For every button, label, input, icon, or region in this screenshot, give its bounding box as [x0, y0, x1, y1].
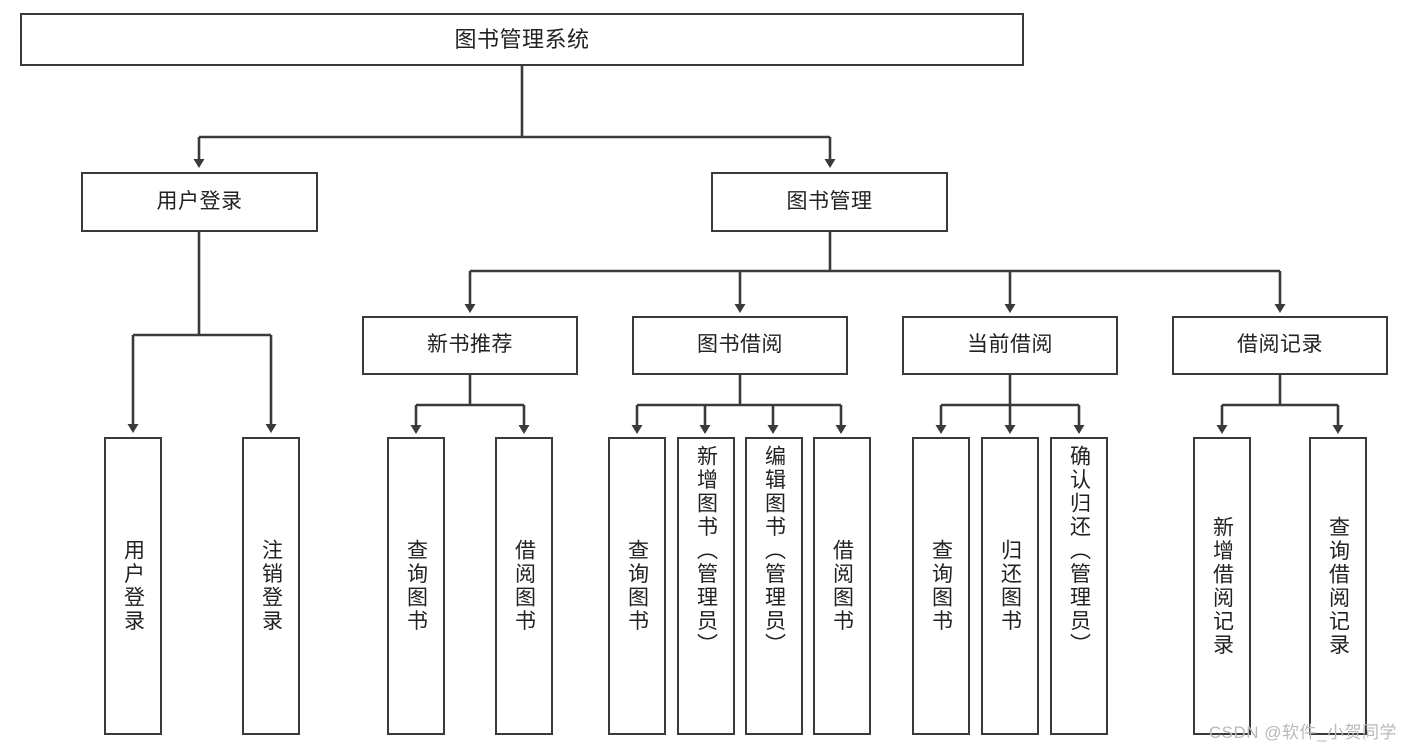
node-leaf-query-book-1-label: 查询图书	[404, 539, 428, 633]
node-book-borrow[interactable]: 图书借阅	[632, 316, 848, 375]
node-leaf-add-record[interactable]: 新增借阅记录	[1193, 437, 1251, 735]
node-borrow-record-label: 借阅记录	[1237, 333, 1323, 357]
node-leaf-add-record-label: 新增借阅记录	[1210, 515, 1234, 657]
node-book-borrow-label: 图书借阅	[697, 333, 783, 357]
node-leaf-confirm-return-label: 确认归还（管理员）	[1067, 445, 1091, 657]
node-new-book-rec[interactable]: 新书推荐	[362, 316, 578, 375]
node-leaf-borrow-book-1[interactable]: 借阅图书	[495, 437, 553, 735]
node-leaf-return-book-label: 归还图书	[998, 539, 1022, 633]
csdn-watermark: CSDN @软件_小贺同学	[1208, 723, 1397, 742]
node-leaf-add-book[interactable]: 新增图书（管理员）	[677, 437, 735, 735]
node-borrow-record[interactable]: 借阅记录	[1172, 316, 1388, 375]
node-leaf-user-logout[interactable]: 注销登录	[242, 437, 300, 735]
node-root[interactable]: 图书管理系统	[20, 13, 1024, 66]
node-leaf-borrow-book-1-label: 借阅图书	[512, 539, 536, 633]
node-leaf-query-book-2-label: 查询图书	[625, 539, 649, 633]
node-leaf-return-book[interactable]: 归还图书	[981, 437, 1039, 735]
node-leaf-query-record[interactable]: 查询借阅记录	[1309, 437, 1367, 735]
node-leaf-query-record-label: 查询借阅记录	[1326, 515, 1350, 657]
node-leaf-confirm-return[interactable]: 确认归还（管理员）	[1050, 437, 1108, 735]
node-leaf-user-login-label: 用户登录	[121, 539, 145, 633]
node-book-manage[interactable]: 图书管理	[711, 172, 948, 232]
node-current-borrow[interactable]: 当前借阅	[902, 316, 1118, 375]
node-leaf-add-book-label: 新增图书（管理员）	[694, 445, 718, 657]
node-leaf-query-book-1[interactable]: 查询图书	[387, 437, 445, 735]
node-user-login[interactable]: 用户登录	[81, 172, 318, 232]
node-leaf-borrow-book-2[interactable]: 借阅图书	[813, 437, 871, 735]
node-leaf-user-login[interactable]: 用户登录	[104, 437, 162, 735]
node-new-book-rec-label: 新书推荐	[427, 333, 513, 357]
node-leaf-borrow-book-2-label: 借阅图书	[830, 539, 854, 633]
node-leaf-query-book-3[interactable]: 查询图书	[912, 437, 970, 735]
node-root-label: 图书管理系统	[454, 26, 590, 52]
node-current-borrow-label: 当前借阅	[967, 333, 1053, 357]
node-leaf-edit-book-label: 编辑图书（管理员）	[762, 445, 786, 657]
node-book-manage-label: 图书管理	[786, 189, 873, 213]
node-leaf-user-logout-label: 注销登录	[259, 539, 283, 633]
node-leaf-edit-book[interactable]: 编辑图书（管理员）	[745, 437, 803, 735]
node-leaf-query-book-2[interactable]: 查询图书	[608, 437, 666, 735]
node-user-login-label: 用户登录	[156, 189, 243, 213]
node-leaf-query-book-3-label: 查询图书	[929, 539, 953, 633]
